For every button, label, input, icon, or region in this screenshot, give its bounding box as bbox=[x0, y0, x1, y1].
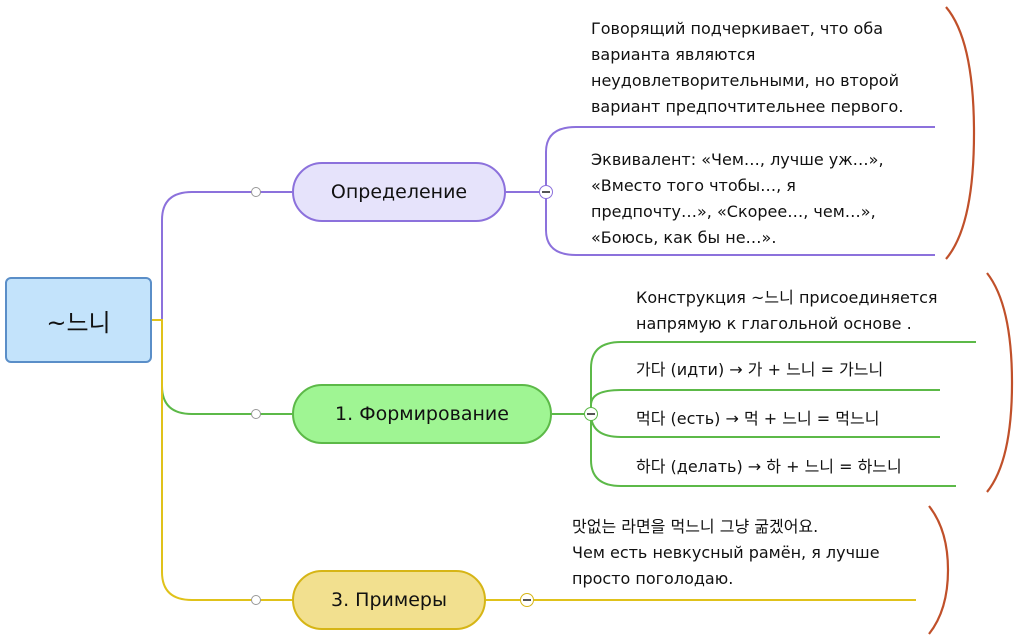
branch-definition-label: Определение bbox=[330, 181, 468, 203]
connector-dot-icon bbox=[251, 595, 261, 605]
connector-definition-leaf-2 bbox=[545, 192, 935, 256]
branch-formation-label: 1. Формирование bbox=[335, 403, 509, 425]
formation-leaf-2: 가다 (идти) → 가 + 느니 = 가느니 bbox=[636, 360, 884, 379]
collapse-icon[interactable] bbox=[539, 185, 553, 199]
bracket-examples bbox=[928, 505, 950, 635]
branch-examples-label: 3. Примеры bbox=[331, 589, 447, 611]
collapse-icon[interactable] bbox=[520, 593, 534, 607]
formation-leaf-4: 하다 (делать) → 하 + 느니 = 하느니 bbox=[636, 457, 902, 476]
examples-leaf-1: 맛없는 라면을 먹느니 그냥 굶겠어요. Чем есть невкусный … bbox=[572, 517, 880, 588]
connector-formation-leaf-1 bbox=[590, 341, 976, 414]
connector-formation-leaf-4 bbox=[590, 414, 956, 487]
collapse-icon[interactable] bbox=[584, 407, 598, 421]
connector-formation-leaf-2 bbox=[590, 389, 940, 414]
bracket-definition bbox=[945, 6, 976, 260]
connector-dot-icon bbox=[251, 187, 261, 197]
connector-definition-leaf-1 bbox=[545, 126, 935, 192]
definition-leaf-2: Эквивалент: «Чем…, лучше уж…», «Вместо т… bbox=[591, 150, 884, 247]
branch-definition[interactable]: Определение bbox=[292, 162, 506, 222]
connector-root-examples bbox=[152, 319, 292, 601]
connector-root-definition bbox=[152, 191, 292, 321]
branch-formation[interactable]: 1. Формирование bbox=[292, 384, 552, 444]
connector-root-formation bbox=[152, 319, 292, 415]
formation-leaf-3: 먹다 (есть) → 먹 + 느니 = 먹느니 bbox=[636, 409, 880, 428]
definition-leaf-1: Говорящий подчеркивает, что оба варианта… bbox=[591, 19, 904, 116]
root-topic[interactable]: ~느니 bbox=[5, 277, 152, 363]
branch-examples[interactable]: 3. Примеры bbox=[292, 570, 486, 630]
connector-dot-icon bbox=[251, 409, 261, 419]
formation-leaf-1: Конструкция ~느니 присоединяется напрямую … bbox=[636, 288, 938, 333]
root-topic-label: ~느니 bbox=[46, 308, 111, 337]
bracket-formation bbox=[986, 272, 1014, 493]
